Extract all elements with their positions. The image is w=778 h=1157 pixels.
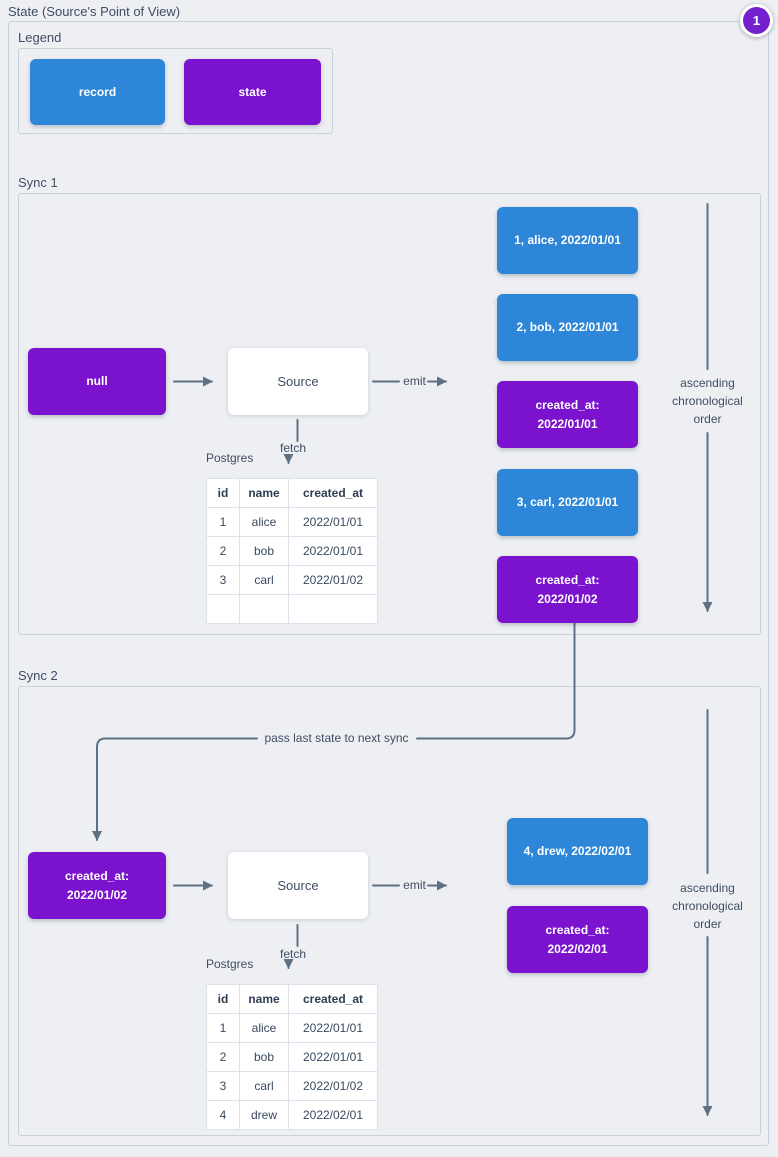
sync1-source-label: Source (277, 374, 319, 389)
table-row: 1 alice 2022/01/01 (206, 507, 378, 537)
cell: 1 (206, 1013, 240, 1043)
table-header-row: id name created_at (206, 478, 378, 508)
legend-state-label: state (238, 84, 267, 99)
col-name: name (239, 984, 289, 1014)
cell: 4 (206, 1100, 240, 1130)
sync2-postgres-label: Postgres (206, 957, 254, 971)
record-text: 3, carl, 2022/01/01 (516, 495, 619, 509)
sync1-record-chip-carl: 3, carl, 2022/01/01 (497, 469, 638, 536)
sync1-postgres-label: Postgres (206, 451, 254, 465)
table-row: 1 alice 2022/01/01 (206, 1013, 378, 1043)
order-note-line2: chronological (672, 394, 743, 408)
legend-label: Legend (18, 30, 62, 45)
sync1-input-state-text: null (86, 374, 108, 388)
cell: 2022/01/01 (288, 1042, 378, 1072)
sync2-frame (18, 686, 761, 1136)
state-text-line2: 2022/01/02 (66, 887, 128, 902)
sync2-input-state-chip: created_at: 2022/01/02 (28, 852, 166, 919)
sync2-state-chip: created_at: 2022/02/01 (507, 906, 648, 973)
cell (288, 594, 378, 624)
cell: bob (239, 1042, 289, 1072)
pass-state-label: pass last state to next sync (264, 731, 409, 745)
legend-frame (18, 48, 333, 134)
sync2-label: Sync 2 (18, 668, 58, 683)
cell (206, 594, 240, 624)
sync1-order-note: ascending chronological order (657, 374, 758, 428)
step-badge: 1 (740, 4, 773, 37)
col-name: name (239, 478, 289, 508)
cell: alice (239, 507, 289, 537)
cell: 2022/01/02 (288, 1071, 378, 1101)
cell: 2022/02/01 (288, 1100, 378, 1130)
col-id: id (206, 984, 240, 1014)
sync1-record-chip-bob: 2, bob, 2022/01/01 (497, 294, 638, 361)
legend-record-label: record (78, 84, 117, 99)
cell: 2022/01/01 (288, 536, 378, 566)
table-row: 3 carl 2022/01/02 (206, 565, 378, 595)
col-created-at: created_at (288, 984, 378, 1014)
order-note-line2: chronological (672, 899, 743, 913)
cell: carl (239, 1071, 289, 1101)
sync1-input-state-chip: null (28, 348, 166, 415)
sync2-emit-label: emit (403, 878, 426, 892)
sync1-source-node: Source (228, 348, 368, 415)
state-text-line1: created_at: (535, 572, 600, 587)
cell (239, 594, 289, 624)
sync2-order-note: ascending chronological order (657, 879, 758, 933)
cell: 2022/01/01 (288, 1013, 378, 1043)
step-badge-number: 1 (743, 7, 770, 34)
table-row: 3 carl 2022/01/02 (206, 1071, 378, 1101)
record-text: 4, drew, 2022/02/01 (523, 844, 632, 858)
cell: 3 (206, 565, 240, 595)
col-created-at: created_at (288, 478, 378, 508)
cell: carl (239, 565, 289, 595)
state-text-line2: 2022/01/01 (537, 416, 598, 431)
cell: bob (239, 536, 289, 566)
sync1-emit-label: emit (403, 374, 426, 388)
order-note-line1: ascending (680, 376, 735, 390)
table-row: 2 bob 2022/01/01 (206, 1042, 378, 1072)
sync2-source-label: Source (277, 878, 319, 893)
state-text-line1: created_at: (545, 922, 610, 937)
cell: 2022/01/01 (288, 507, 378, 537)
sync1-record-chip-alice: 1, alice, 2022/01/01 (497, 207, 638, 274)
table-row: 4 drew 2022/02/01 (206, 1100, 378, 1130)
sync1-state-chip-2: created_at: 2022/01/02 (497, 556, 638, 623)
cell: 2022/01/02 (288, 565, 378, 595)
col-id: id (206, 478, 240, 508)
cell: 2 (206, 536, 240, 566)
page-title: State (Source's Point of View) (8, 4, 181, 19)
cell: alice (239, 1013, 289, 1043)
legend-record-chip: record (30, 59, 165, 125)
order-note-line3: order (693, 412, 722, 426)
legend-state-chip: state (184, 59, 321, 125)
sync1-state-chip-1: created_at: 2022/01/01 (497, 381, 638, 448)
sync2-postgres-table: id name created_at 1 alice 2022/01/01 2 … (206, 984, 378, 1130)
sync1-label: Sync 1 (18, 175, 58, 190)
cell: 3 (206, 1071, 240, 1101)
table-row: 2 bob 2022/01/01 (206, 536, 378, 566)
sync2-fetch-label: fetch (279, 947, 306, 961)
sync1-frame (18, 193, 761, 635)
state-text-line2: 2022/01/02 (537, 591, 598, 606)
outer-frame (8, 21, 769, 1146)
cell: 1 (206, 507, 240, 537)
record-text: 2, bob, 2022/01/01 (516, 320, 619, 334)
cell: drew (239, 1100, 289, 1130)
cell: 2 (206, 1042, 240, 1072)
record-text: 1, alice, 2022/01/01 (514, 233, 621, 247)
table-row-empty (206, 594, 378, 624)
state-text-line1: created_at: (535, 397, 600, 412)
table-header-row: id name created_at (206, 984, 378, 1014)
state-text-line2: 2022/02/01 (547, 941, 608, 956)
order-note-line3: order (693, 917, 722, 931)
state-text-line1: created_at: (64, 868, 130, 883)
sync2-source-node: Source (228, 852, 368, 919)
order-note-line1: ascending (680, 881, 735, 895)
sync2-record-chip-drew: 4, drew, 2022/02/01 (507, 818, 648, 885)
sync1-fetch-label: fetch (279, 441, 306, 455)
sync1-postgres-table: id name created_at 1 alice 2022/01/01 2 … (206, 478, 378, 624)
